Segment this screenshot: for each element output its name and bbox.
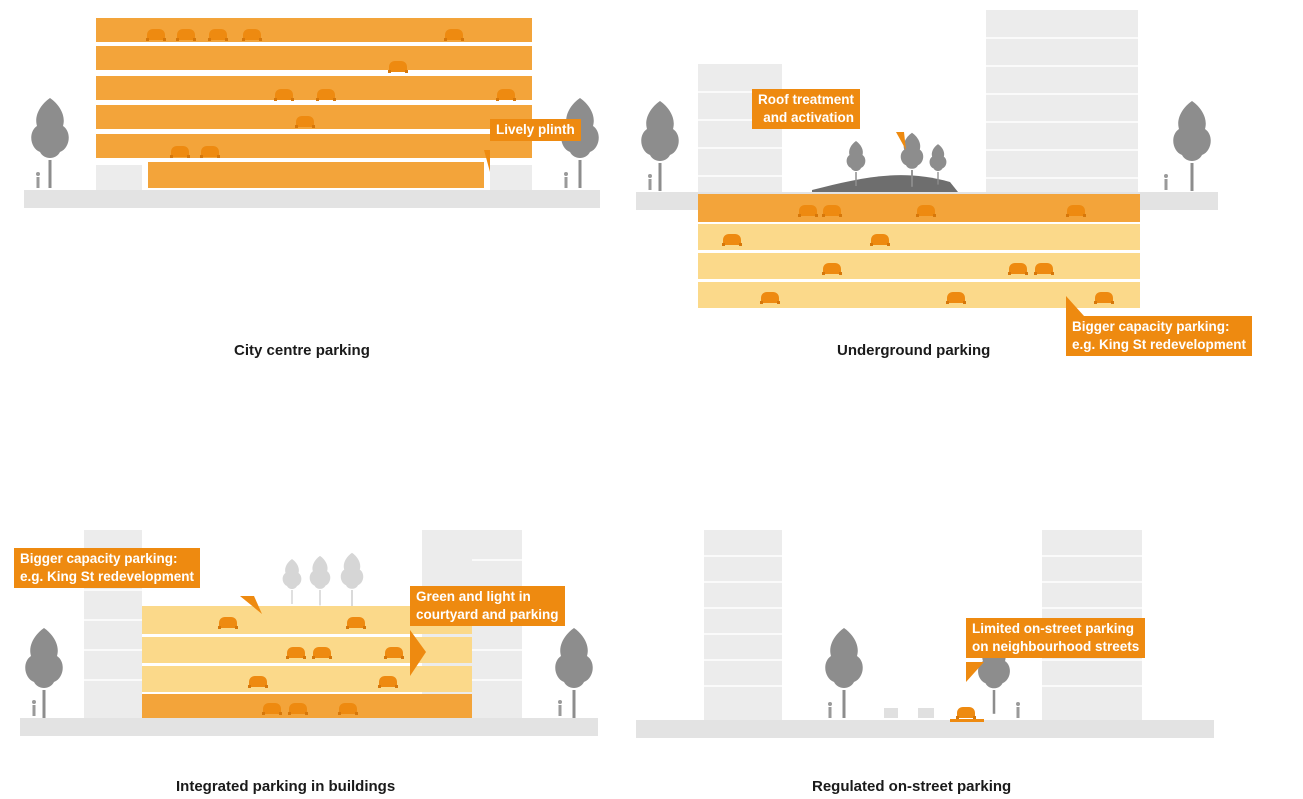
caption-on-street-parking: Regulated on-street parking: [812, 778, 1012, 795]
label-green-and-light: Green and light in courtyard and parking: [410, 586, 565, 626]
label-lively-plinth: Lively plinth: [490, 119, 581, 141]
label-bigger-capacity-underground: Bigger capacity parking: e.g. King St re…: [1066, 316, 1253, 356]
panel-underground-parking: [636, 10, 1218, 316]
parking-garage-stack: [96, 18, 532, 188]
caption-city-centre-parking: City centre parking: [234, 342, 370, 359]
caption-integrated-parking: Integrated parking in buildings: [176, 778, 396, 795]
label-bigger-capacity-integrated: Bigger capacity parking: e.g. King St re…: [14, 548, 201, 588]
label-roof-treatment: Roof treatment and activation: [752, 89, 861, 129]
panel-city-centre-parking: [24, 18, 600, 208]
roof-garden-mound: [812, 175, 958, 192]
caption-underground-parking: Underground parking: [837, 342, 991, 359]
ground-strip: [24, 190, 600, 208]
label-limited-on-street: Limited on-street parking on neighbourho…: [966, 618, 1146, 658]
